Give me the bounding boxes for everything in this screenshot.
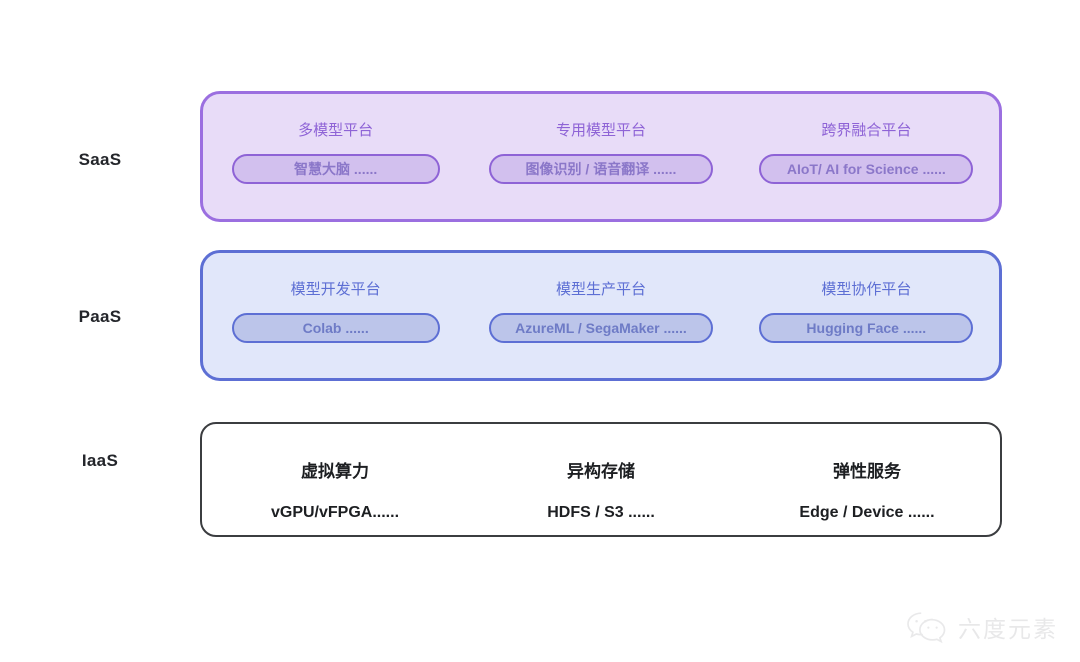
iaas-column-1: 虚拟算力 vGPU/vFPGA...... (202, 424, 468, 535)
paas-column-3: 模型协作平台 Hugging Face ...... (734, 253, 999, 378)
saas-column-3: 跨界融合平台 AIoT/ AI for Science ...... (734, 94, 999, 219)
iaas-column-2: 异构存储 HDFS / S3 ...... (468, 424, 734, 535)
layer-label-iaas: IaaS (81, 451, 119, 470)
paas-pill-model-development[interactable]: Colab ...... (231, 313, 440, 343)
paas-column-3-title: 模型协作平台 (821, 281, 912, 298)
iaas-column-2-title: 异构存储 (567, 462, 635, 481)
iaas-column-1-subtitle: vGPU/vFPGA...... (270, 504, 400, 521)
layer-box-paas: 模型开发平台 Colab ...... 模型生产平台 AzureML / Seg… (200, 250, 1002, 381)
paas-pill-model-production[interactable]: AzureML / SegaMaker ...... (488, 313, 713, 343)
saas-pill-multi-model[interactable]: 智慧大脑 ...... (231, 154, 440, 184)
saas-pill-dedicated-model[interactable]: 图像识别 / 语音翻译 ...... (488, 154, 713, 184)
iaas-column-2-subtitle: HDFS / S3 ...... (547, 504, 655, 521)
paas-column-2: 模型生产平台 AzureML / SegaMaker ...... (468, 253, 733, 378)
saas-column-1-title: 多模型平台 (298, 122, 374, 139)
layer-box-iaas: 虚拟算力 vGPU/vFPGA...... 异构存储 HDFS / S3 ...… (200, 422, 1002, 537)
paas-column-1: 模型开发平台 Colab ...... (203, 253, 468, 378)
layer-label-saas: SaaS (78, 150, 122, 169)
paas-column-2-title: 模型生产平台 (555, 281, 646, 298)
watermark: 六度元素 (905, 610, 1058, 644)
paas-pill-model-collaboration[interactable]: Hugging Face ...... (759, 313, 974, 343)
saas-pill-cross-domain[interactable]: AIoT/ AI for Science ...... (759, 154, 974, 184)
layer-label-paas: PaaS (78, 307, 122, 326)
iaas-column-1-title: 虚拟算力 (301, 462, 369, 481)
saas-column-3-title: 跨界融合平台 (821, 122, 912, 139)
watermark-text: 六度元素 (958, 617, 1058, 643)
wechat-bubbles-icon (905, 610, 949, 644)
paas-column-1-title: 模型开发平台 (290, 281, 381, 298)
iaas-column-3-subtitle: Edge / Device ...... (799, 504, 935, 521)
saas-column-2-title: 专用模型平台 (555, 122, 646, 139)
saas-column-2: 专用模型平台 图像识别 / 语音翻译 ...... (468, 94, 733, 219)
saas-column-1: 多模型平台 智慧大脑 ...... (203, 94, 468, 219)
iaas-column-3: 弹性服务 Edge / Device ...... (734, 424, 1000, 535)
layer-box-saas: 多模型平台 智慧大脑 ...... 专用模型平台 图像识别 / 语音翻译 ...… (200, 91, 1002, 222)
iaas-column-3-title: 弹性服务 (833, 462, 901, 481)
